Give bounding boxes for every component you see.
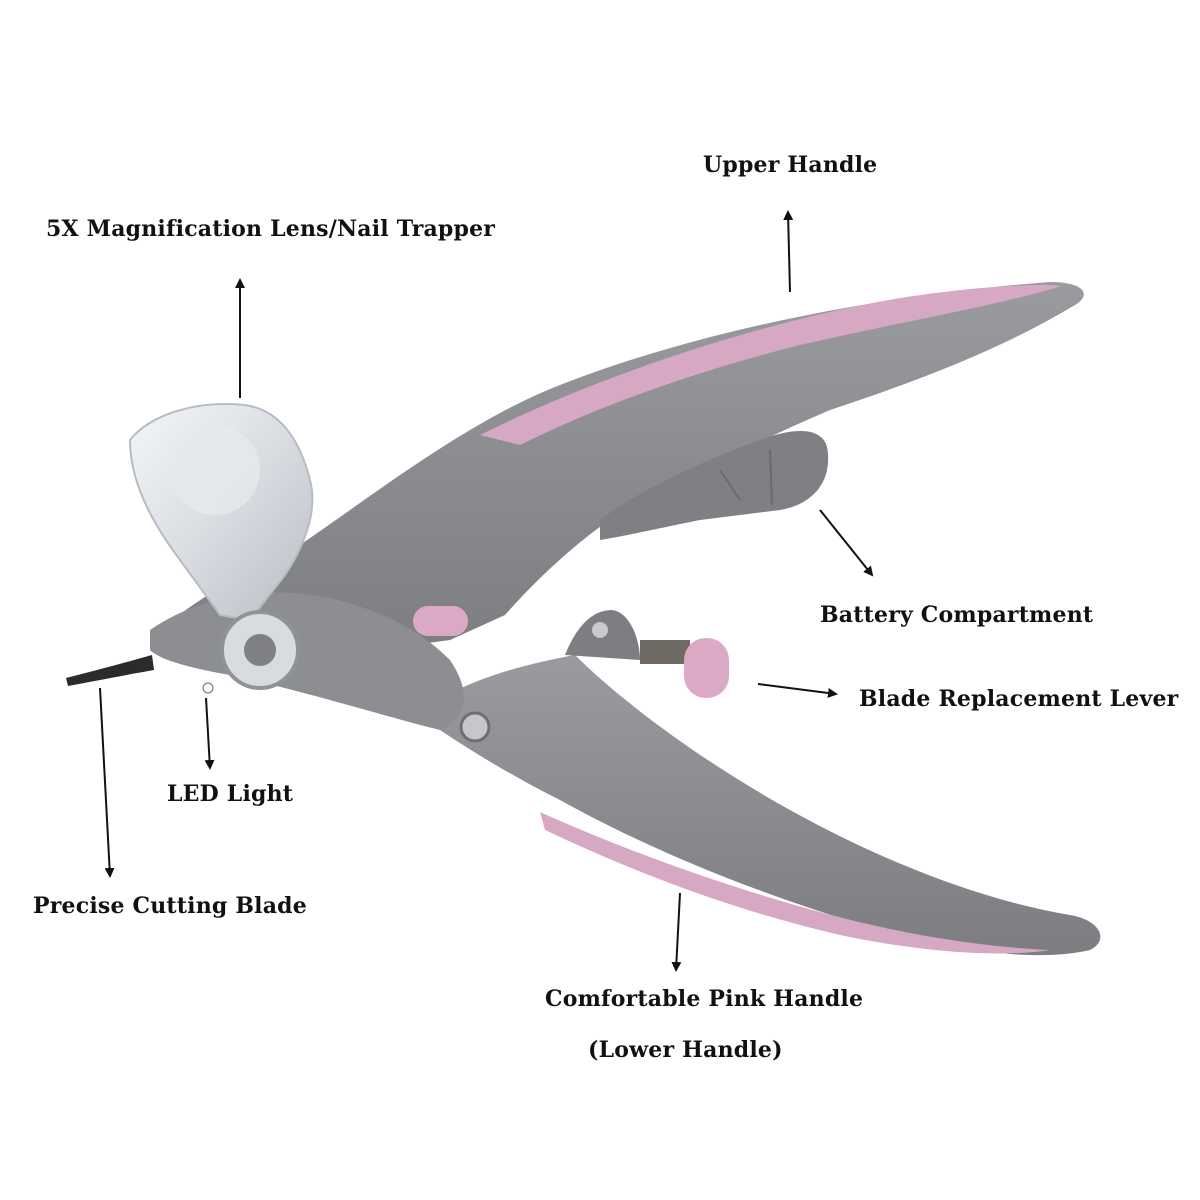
arrow-upper-handle bbox=[783, 210, 794, 293]
label-magnification-lens: 5X Magnification Lens/Nail Trapper bbox=[46, 216, 496, 242]
battery-compartment bbox=[600, 431, 829, 540]
label-led-light: LED Light bbox=[167, 781, 294, 807]
arrow-blade-lever bbox=[757, 683, 838, 698]
cutting-blade bbox=[66, 655, 154, 686]
lower-handle-body bbox=[440, 655, 1101, 956]
upper-handle bbox=[150, 282, 1084, 660]
label-pink-handle: Comfortable Pink Handle bbox=[545, 986, 864, 1012]
label-cutting-blade: Precise Cutting Blade bbox=[33, 893, 307, 919]
arrow-pink-handle bbox=[671, 892, 682, 972]
arrow-blade bbox=[99, 687, 115, 878]
blade-replacement-lever bbox=[565, 610, 729, 698]
led-light bbox=[202, 682, 214, 694]
upper-handle-body bbox=[150, 282, 1084, 660]
label-upper-handle: Upper Handle bbox=[703, 152, 878, 178]
side-button bbox=[413, 606, 468, 636]
pivot-screw bbox=[459, 711, 491, 743]
annotation-arrows bbox=[99, 210, 874, 972]
upper-pink-grip bbox=[480, 285, 1062, 445]
arrow-battery bbox=[819, 509, 874, 577]
arrow-led bbox=[204, 697, 215, 770]
lever-pink-knob bbox=[684, 638, 729, 698]
label-blade-replacement-lever: Blade Replacement Lever bbox=[859, 686, 1179, 712]
label-lower-handle: (Lower Handle) bbox=[588, 1037, 783, 1063]
lower-handle bbox=[440, 655, 1101, 956]
magnification-lens bbox=[128, 403, 314, 690]
label-battery-compartment: Battery Compartment bbox=[820, 602, 1094, 628]
